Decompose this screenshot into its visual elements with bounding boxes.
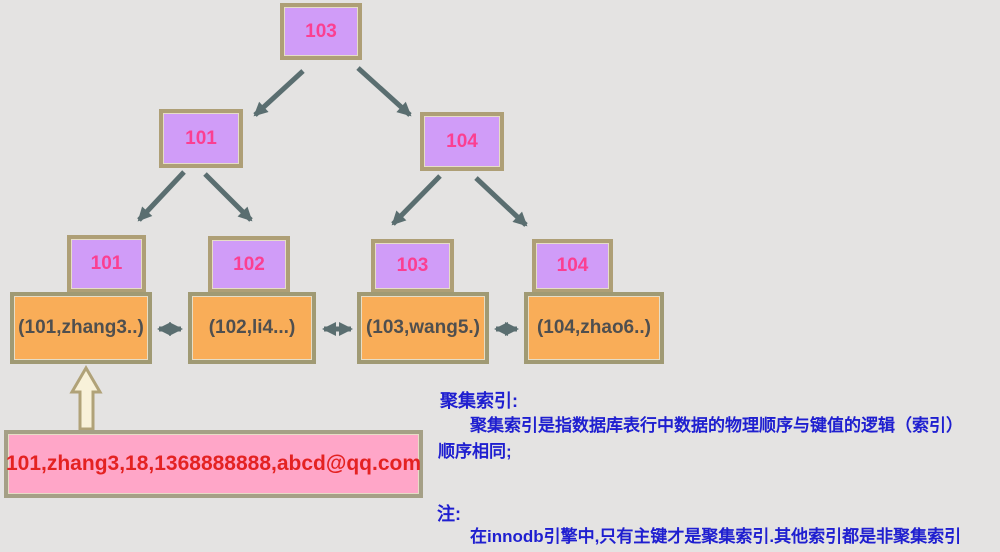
clustered-index-title: 聚集索引:: [440, 391, 518, 411]
leaf-key-label: 104: [556, 255, 589, 276]
leaf-key-103: 103: [371, 239, 454, 293]
leaf-row-103: (103,wang5.): [357, 292, 489, 364]
leaf-row-102: (102,li4...): [188, 292, 316, 364]
leaf-row-label: (103,wang5.): [365, 317, 481, 338]
edge-root-to-104: [356, 66, 412, 117]
leaf-key-label: 101: [90, 253, 123, 274]
edge-101-to-leaf102: [203, 172, 253, 222]
leaf-row-label: (104,zhao6..): [536, 317, 652, 338]
index-node-101: 101: [159, 109, 243, 168]
leaf-row-label: (101,zhang3..): [18, 317, 144, 338]
index-node-label: 103: [305, 20, 337, 42]
index-node-label: 104: [446, 130, 478, 152]
leaf-key-102: 102: [208, 236, 290, 293]
leaf-key-label: 103: [396, 255, 429, 276]
edge-root-to-101: [253, 69, 305, 117]
edge-104-to-leaf103: [391, 174, 442, 226]
remark-body: 在innodb引擎中,只有主键才是聚集索引.其他索引都是非聚集索引: [470, 527, 962, 546]
leaf-row-101: (101,zhang3..): [10, 292, 152, 364]
remark-title: 注:: [437, 504, 461, 524]
edge-104-to-leaf104: [474, 176, 528, 227]
edge-101-to-leaf101: [137, 170, 186, 222]
index-node-label: 101: [185, 127, 217, 149]
clustered-index-body-line1: 聚集索引是指数据库表行中数据的物理顺序与键值的逻辑（索引）: [470, 416, 963, 435]
leaf-row-104: (104,zhao6..): [524, 292, 664, 364]
leaf-row-label: (102,li4...): [208, 317, 296, 338]
record-box: 101,zhang3,18,1368888888,abcd@qq.com: [4, 430, 423, 498]
record-pointer-arrow: [69, 365, 103, 431]
clustered-index-body-line2: 顺序相同;: [438, 442, 512, 461]
index-node-104: 104: [420, 112, 504, 171]
record-text: 101,zhang3,18,1368888888,abcd@qq.com: [5, 452, 422, 475]
leaf-key-104: 104: [532, 239, 613, 293]
leaf-key-label: 102: [233, 253, 265, 275]
leaf-key-101: 101: [67, 235, 146, 293]
index-node-root: 103: [280, 3, 362, 60]
